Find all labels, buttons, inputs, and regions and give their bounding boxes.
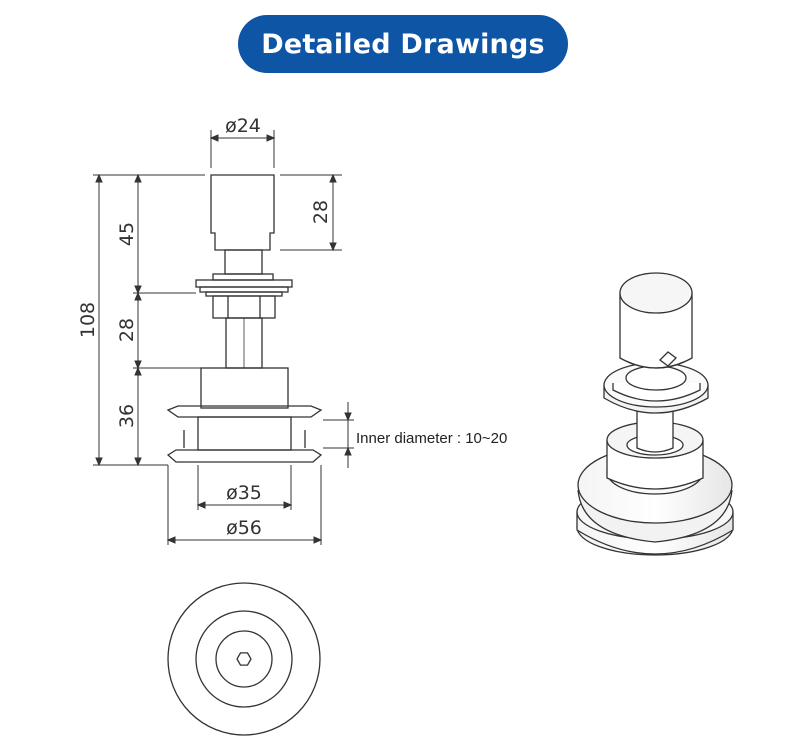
upper-stem — [224, 249, 263, 275]
upper-flange-2 — [195, 279, 293, 288]
upper-flange-1 — [212, 273, 274, 281]
label-middle-height: 28 — [116, 318, 138, 342]
bottom-washer — [166, 449, 323, 463]
inner-diameter-note: Inner diameter : 10~20 — [356, 430, 507, 447]
body-circle — [195, 610, 293, 708]
outer-rim-circle — [167, 582, 321, 736]
label-total-height: 108 — [77, 302, 99, 338]
label-inner-step-diameter: ø35 — [226, 482, 262, 504]
stem-circle — [215, 630, 273, 688]
label-top-diameter: ø24 — [225, 115, 261, 137]
dim-top-diameter — [209, 130, 276, 168]
title-banner: Detailed Drawings — [238, 15, 568, 73]
body-block — [200, 367, 289, 409]
hex-socket-icon — [236, 652, 252, 666]
upper-flange-3 — [199, 286, 289, 293]
isometric-view — [576, 272, 734, 556]
label-base-diameter: ø56 — [226, 517, 262, 539]
dim-base-diameter — [166, 465, 323, 545]
dim-inner-gap — [323, 402, 354, 468]
dim-stack-heights — [133, 173, 201, 467]
front-view — [93, 130, 354, 545]
cap-outline — [210, 174, 275, 251]
page-title: Detailed Drawings — [261, 28, 545, 60]
label-lower-height: 36 — [116, 404, 138, 428]
dim-total-height — [93, 173, 205, 467]
top-washer — [166, 405, 323, 418]
lower-sleeve — [197, 416, 292, 451]
label-cap-height: 28 — [310, 200, 332, 224]
dim-inner-step-diameter — [196, 465, 293, 510]
plan-view — [167, 582, 321, 736]
label-upper-height: 45 — [116, 222, 138, 246]
dim-cap-height — [280, 173, 342, 252]
hex-nut — [212, 295, 276, 319]
